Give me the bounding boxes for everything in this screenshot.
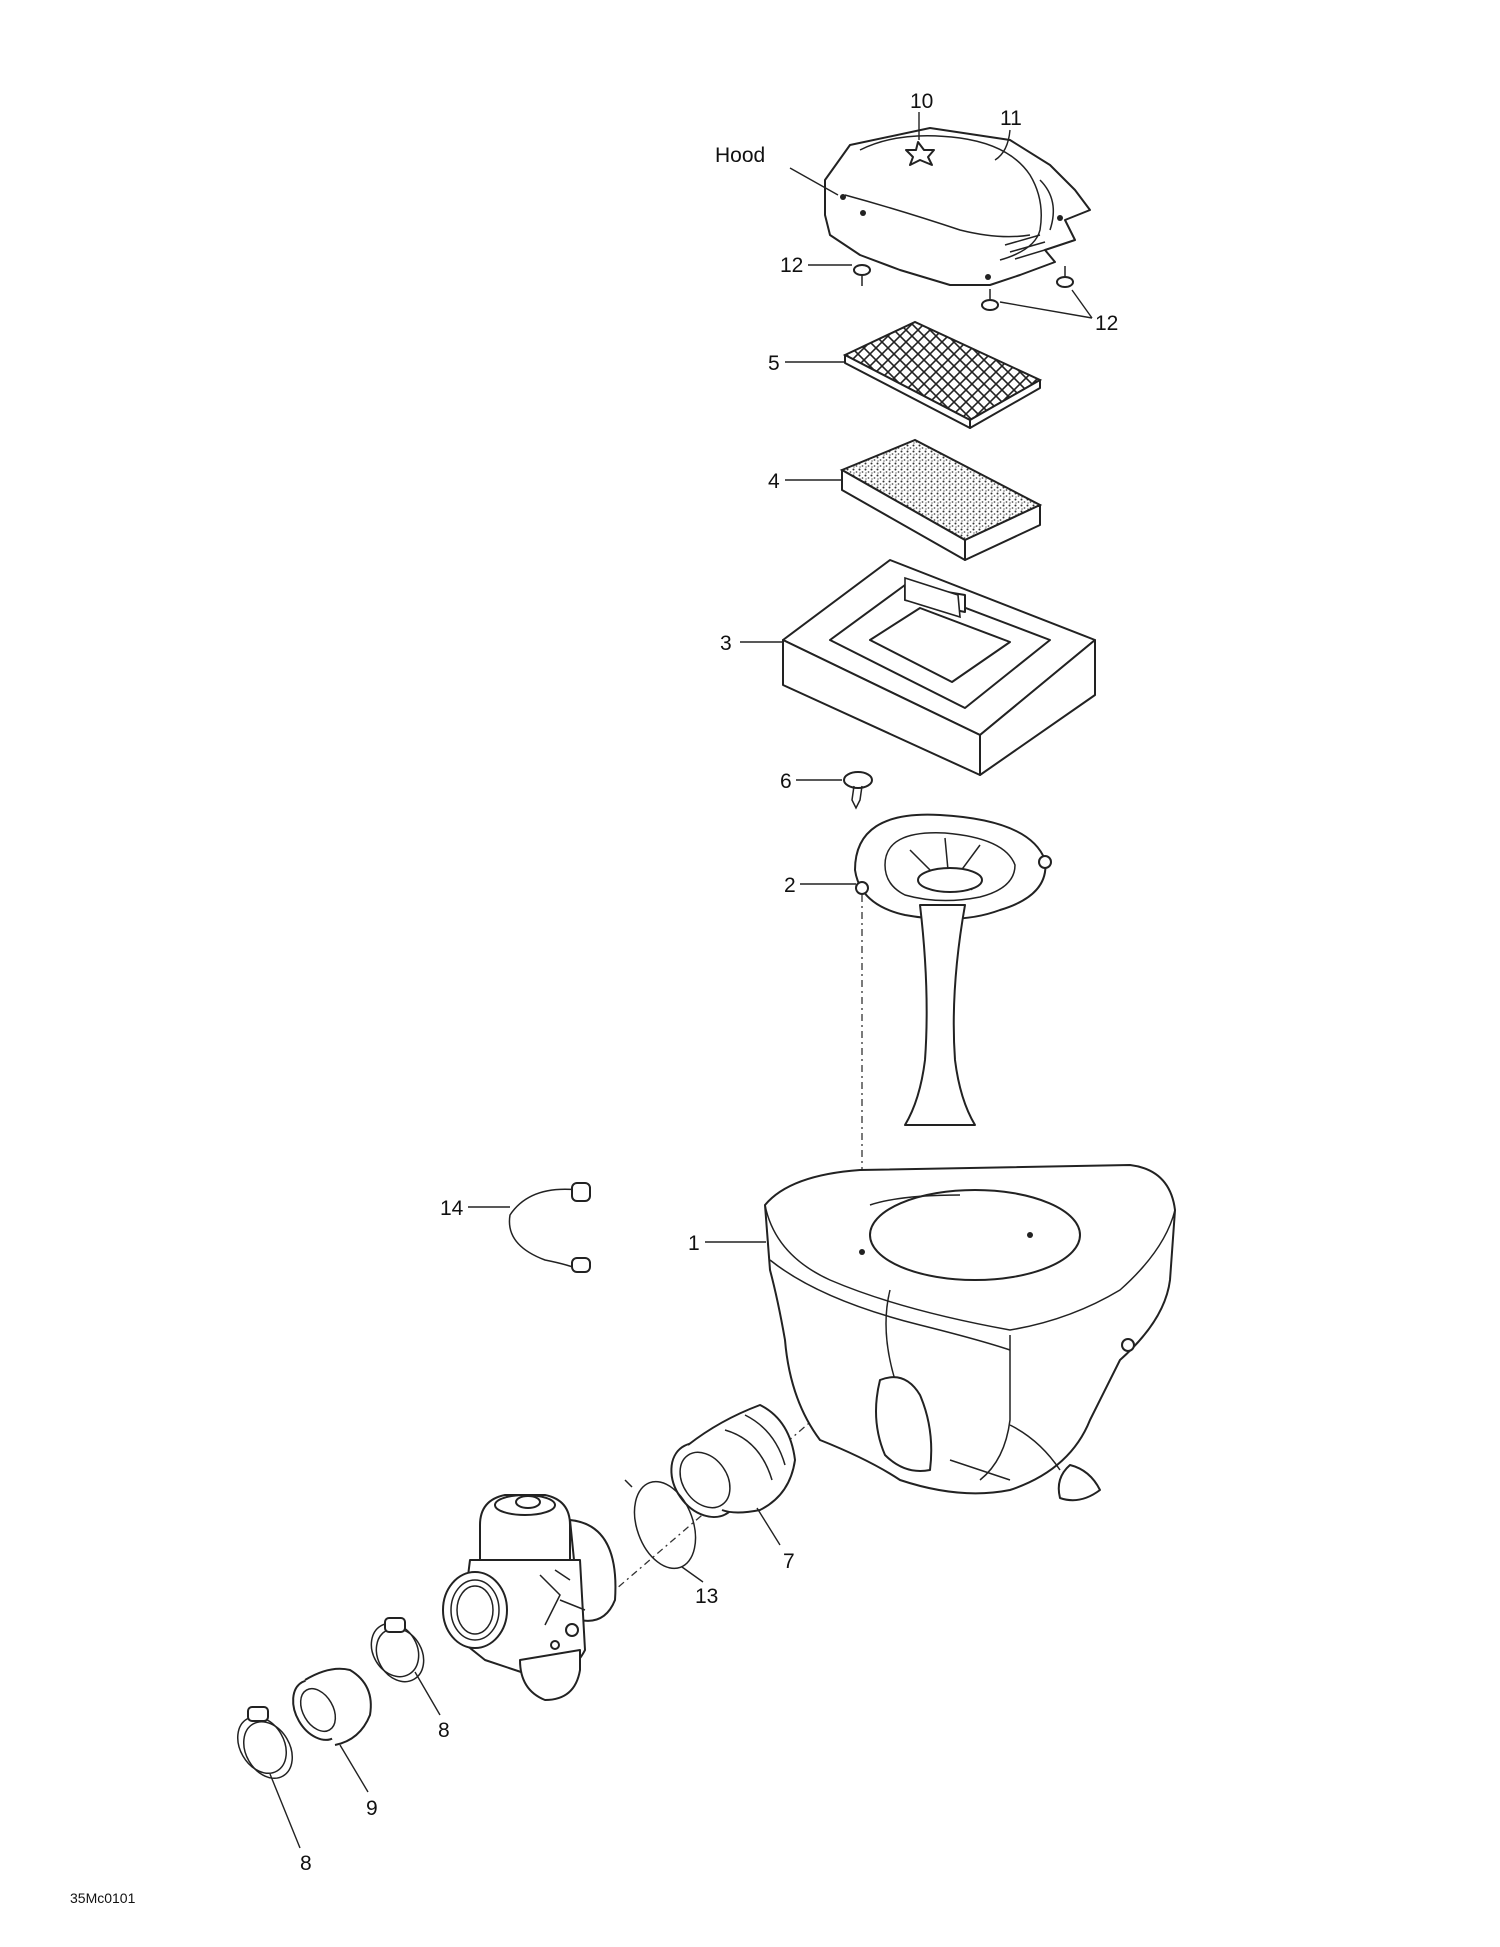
part-13-clamp-ring bbox=[624, 1479, 697, 1570]
part-4-foam-filter bbox=[839, 438, 1043, 561]
label-5: 5 bbox=[768, 352, 780, 375]
label-14: 14 bbox=[440, 1197, 464, 1220]
label-8a: 8 bbox=[438, 1719, 450, 1742]
part-10-star bbox=[905, 141, 935, 166]
label-hood: Hood bbox=[715, 144, 765, 167]
part-2-intake-silencer bbox=[854, 813, 1052, 1126]
part-9-boot bbox=[292, 1667, 372, 1746]
label-10: 10 bbox=[910, 90, 933, 113]
label-3: 3 bbox=[720, 632, 732, 655]
part-8-clamp-lower bbox=[237, 1706, 293, 1779]
label-11: 11 bbox=[1000, 107, 1022, 130]
hood-cover-part bbox=[824, 127, 1091, 286]
label-4: 4 bbox=[768, 470, 780, 493]
part-5-mesh-screen bbox=[842, 320, 1043, 429]
part-12-screws bbox=[853, 264, 1074, 311]
part-14-strap bbox=[508, 1182, 591, 1273]
label-6: 6 bbox=[780, 770, 792, 793]
part-1-airbox bbox=[764, 1164, 1176, 1502]
part-7-rubber-adapter bbox=[670, 1404, 796, 1519]
label-8b: 8 bbox=[300, 1852, 312, 1875]
label-2: 2 bbox=[784, 874, 796, 897]
reference-code: 35Mc0101 bbox=[70, 1890, 136, 1906]
carburetor bbox=[442, 1494, 617, 1701]
part-8-clamp-upper bbox=[370, 1617, 425, 1683]
label-13: 13 bbox=[695, 1585, 718, 1608]
leader-lines bbox=[269, 112, 1093, 1849]
label-12b: 12 bbox=[1095, 312, 1118, 335]
label-1: 1 bbox=[688, 1232, 700, 1255]
label-9: 9 bbox=[366, 1797, 378, 1820]
label-12a: 12 bbox=[780, 254, 803, 277]
part-6-push-pin bbox=[843, 771, 873, 810]
label-7: 7 bbox=[783, 1550, 795, 1573]
part-3-filter-frame bbox=[782, 559, 1096, 776]
